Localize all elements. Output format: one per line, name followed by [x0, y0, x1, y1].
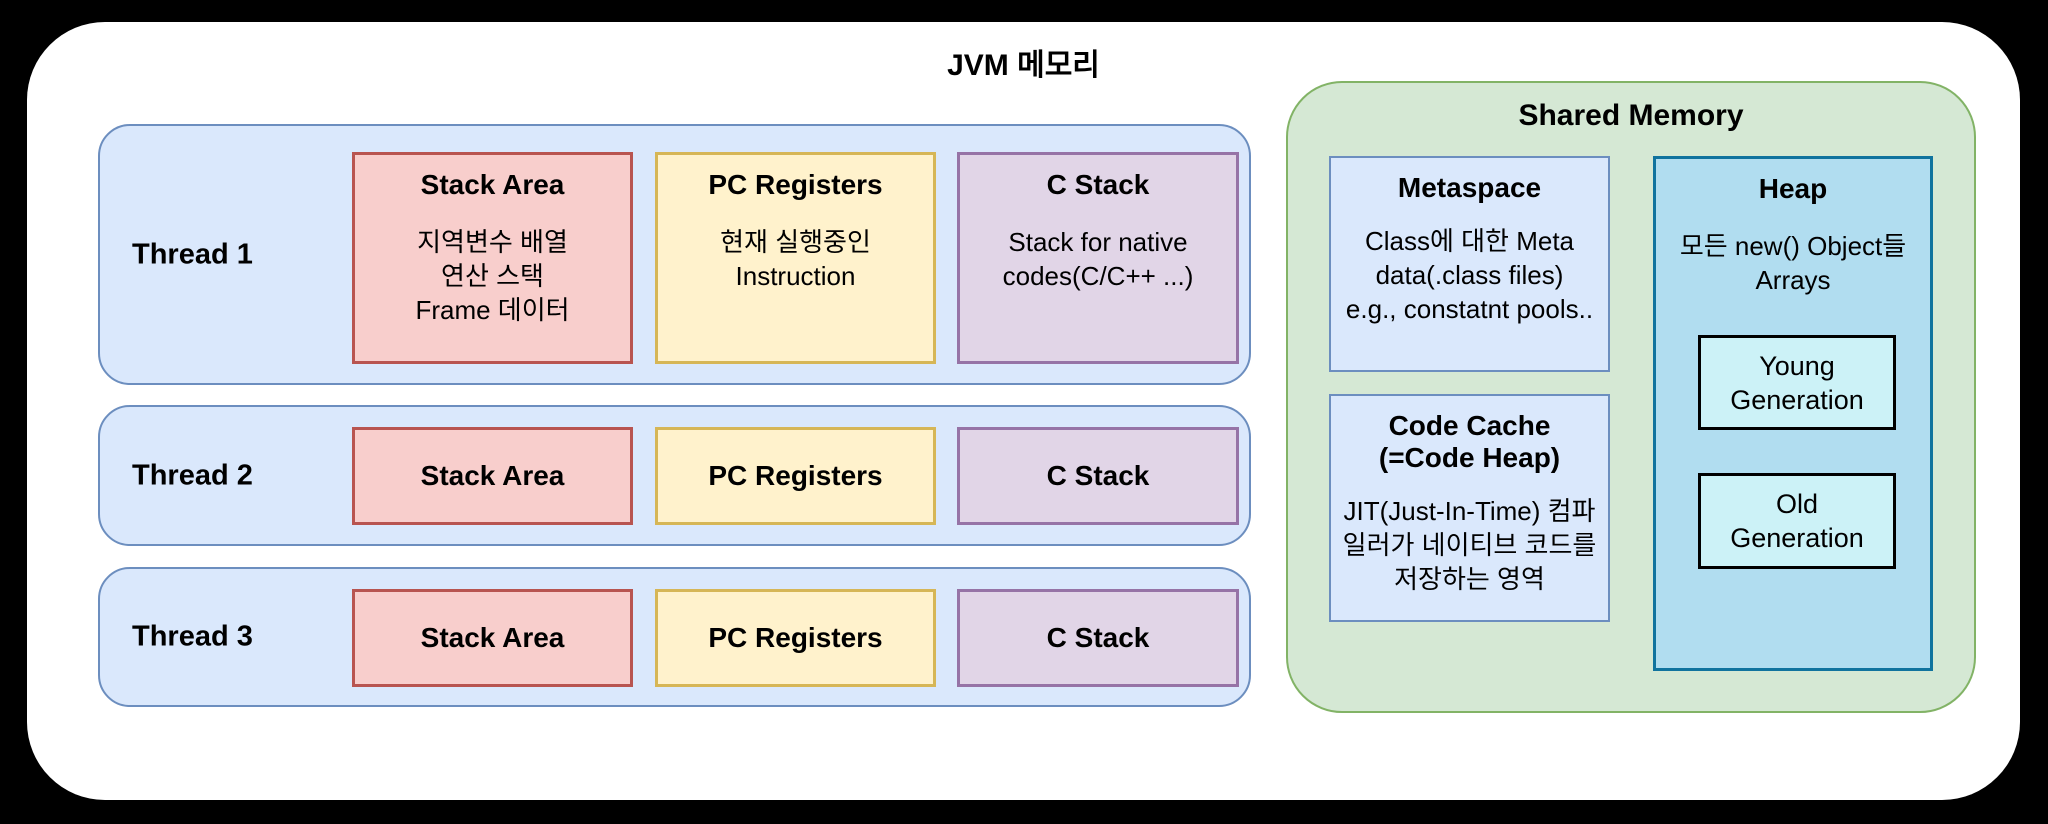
thread-3-stack-area-box: Stack Area: [352, 589, 633, 687]
thread-1-c-stack-box: C Stack Stack for native codes(C/C++ ...…: [957, 152, 1239, 364]
metaspace-body: Class에 대한 Meta data(.class files) e.g., …: [1345, 226, 1594, 324]
old-generation-box: Old Generation: [1698, 473, 1896, 569]
code-cache-body: JIT(Just-In-Time) 컴파 일러가 네이티브 코드를 저장하는 영…: [1342, 496, 1597, 594]
heap-body: 모든 new() Object들 Arrays: [1679, 231, 1907, 295]
stack-area-title: Stack Area: [420, 460, 565, 491]
shared-memory-container: Shared Memory Metaspace Class에 대한 Meta d…: [1286, 81, 1976, 713]
pc-registers-title: PC Registers: [708, 622, 883, 653]
heap-box: Heap 모든 new() Object들 Arrays Young Gener…: [1653, 156, 1933, 671]
code-cache-title: Code Cache (=Code Heap): [1378, 410, 1561, 473]
metaspace-box: Metaspace Class에 대한 Meta data(.class fil…: [1329, 156, 1610, 372]
metaspace-title: Metaspace: [1397, 172, 1542, 203]
jvm-memory-canvas: JVM 메모리 Thread 1 Stack Area 지역변수 배열 연산 스…: [27, 22, 2020, 800]
thread-2-pc-registers-box: PC Registers: [655, 427, 936, 525]
thread-1-stack-area-box: Stack Area 지역변수 배열 연산 스택 Frame 데이터: [352, 152, 633, 364]
c-stack-body: Stack for native codes(C/C++ ...): [1002, 227, 1194, 291]
shared-memory-title: Shared Memory: [1518, 99, 1744, 132]
thread-1-row: Thread 1 Stack Area 지역변수 배열 연산 스택 Frame …: [98, 124, 1251, 385]
diagram-title: JVM 메모리: [947, 49, 1100, 82]
thread-1-pc-registers-box: PC Registers 현재 실행중인 Instruction: [655, 152, 936, 364]
pc-registers-title: PC Registers: [708, 169, 883, 200]
thread-3-c-stack-box: C Stack: [957, 589, 1239, 687]
thread-2-label: Thread 2: [132, 459, 253, 491]
thread-2-stack-area-box: Stack Area: [352, 427, 633, 525]
pc-registers-title: PC Registers: [708, 460, 883, 491]
thread-2-row: Thread 2 Stack Area PC Registers C Stack: [98, 405, 1251, 546]
heap-title: Heap: [1758, 173, 1828, 204]
stack-area-title: Stack Area: [420, 169, 565, 200]
code-cache-box: Code Cache (=Code Heap) JIT(Just-In-Time…: [1329, 394, 1610, 622]
thread-2-c-stack-box: C Stack: [957, 427, 1239, 525]
young-generation-box: Young Generation: [1698, 335, 1896, 430]
stack-area-title: Stack Area: [420, 622, 565, 653]
c-stack-title: C Stack: [1046, 460, 1150, 491]
thread-1-label: Thread 1: [132, 238, 253, 270]
stack-area-body: 지역변수 배열 연산 스택 Frame 데이터: [415, 227, 570, 325]
c-stack-title: C Stack: [1046, 169, 1150, 200]
pc-registers-body: 현재 실행중인 Instruction: [720, 227, 871, 291]
c-stack-title: C Stack: [1046, 622, 1150, 653]
thread-3-label: Thread 3: [132, 620, 253, 653]
thread-3-row: Thread 3 Stack Area PC Registers C Stack: [98, 567, 1251, 707]
thread-3-pc-registers-box: PC Registers: [655, 589, 936, 687]
